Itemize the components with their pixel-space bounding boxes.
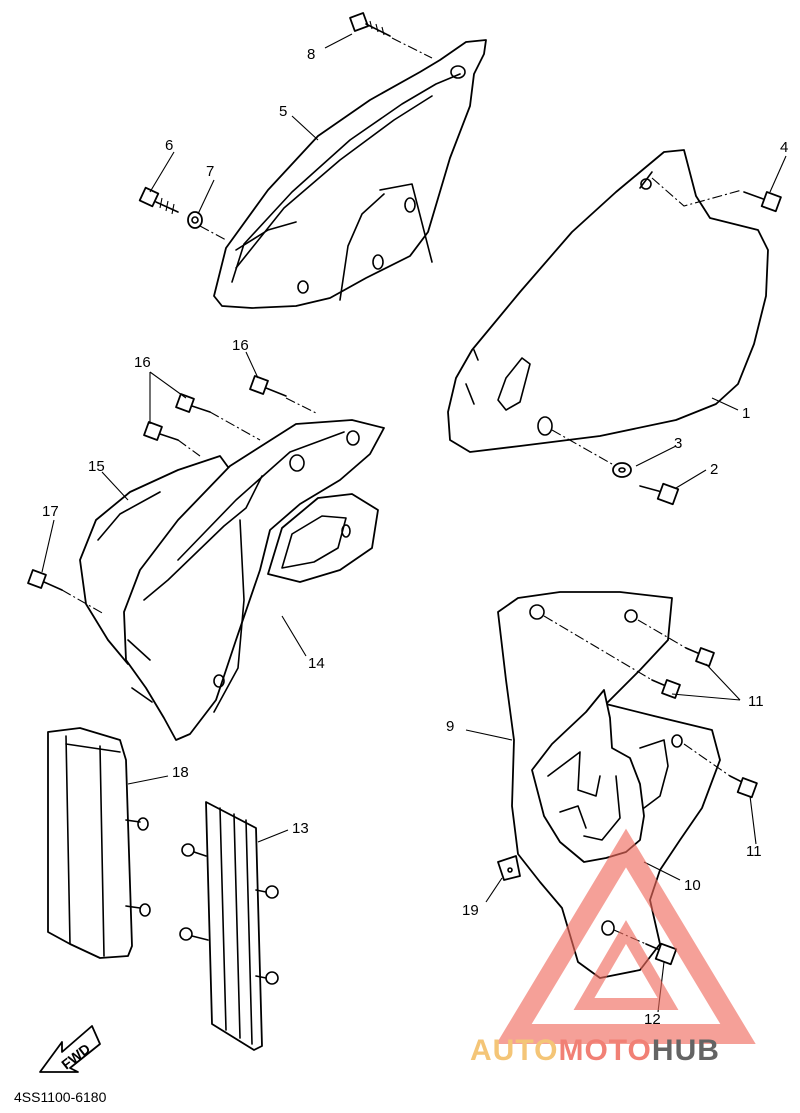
callout-14: 14 bbox=[308, 655, 325, 672]
part-13-louver bbox=[179, 801, 279, 1051]
bolt-16a bbox=[175, 393, 211, 413]
bolt-16c bbox=[249, 375, 287, 397]
clip-19 bbox=[497, 855, 521, 881]
drawing-code: 4SS1100-6180 bbox=[14, 1089, 107, 1105]
part-9-lower-cover bbox=[497, 591, 721, 979]
callout-11b: 11 bbox=[746, 843, 762, 860]
alignment-lines bbox=[61, 37, 743, 945]
part-14-shroud-panel bbox=[123, 419, 385, 741]
part-5-upper-panel bbox=[213, 39, 487, 309]
washer-7 bbox=[187, 211, 203, 229]
callout-labels: 1 2 3 4 5 6 7 8 9 10 11 11 12 13 14 15 1… bbox=[42, 46, 788, 1028]
watermark-auto: AUTO bbox=[470, 1034, 558, 1067]
callout-11a: 11 bbox=[748, 693, 764, 710]
bolt-4 bbox=[743, 191, 782, 213]
callout-9: 9 bbox=[446, 718, 454, 735]
bolt-11b bbox=[651, 679, 681, 699]
callout-4: 4 bbox=[780, 139, 788, 156]
callout-17: 17 bbox=[42, 503, 59, 520]
watermark: AUTOMOTOHUB bbox=[470, 828, 756, 1067]
watermark-hub: HUB bbox=[652, 1034, 720, 1067]
callout-19: 19 bbox=[462, 902, 479, 919]
callout-13: 13 bbox=[292, 820, 309, 837]
part-1-side-cover bbox=[447, 149, 769, 453]
bolt-17 bbox=[27, 569, 63, 591]
bolt-11a bbox=[685, 647, 715, 667]
callout-7: 7 bbox=[206, 163, 214, 180]
bolt-6 bbox=[138, 186, 179, 215]
bolt-8 bbox=[349, 12, 391, 37]
bolt-16b bbox=[143, 421, 179, 441]
watermark-triangle-icon bbox=[496, 828, 756, 1044]
callout-6: 6 bbox=[165, 137, 173, 154]
callout-2: 2 bbox=[710, 461, 718, 478]
callout-5: 5 bbox=[279, 103, 287, 120]
fwd-arrow: FWD bbox=[39, 1025, 101, 1073]
callout-1: 1 bbox=[742, 405, 750, 422]
callout-3: 3 bbox=[674, 435, 682, 452]
washer-3 bbox=[612, 462, 632, 478]
callout-10: 10 bbox=[684, 877, 701, 894]
svg-text:AUTOMOTOHUB: AUTOMOTOHUB bbox=[470, 1034, 720, 1067]
watermark-moto: MOTO bbox=[558, 1034, 651, 1067]
callout-15: 15 bbox=[88, 458, 105, 475]
bolt-12 bbox=[645, 942, 678, 966]
callout-16a: 16 bbox=[134, 354, 151, 371]
part-18-radiator-guard bbox=[47, 727, 151, 959]
bolt-2 bbox=[639, 482, 680, 506]
callout-8: 8 bbox=[307, 46, 315, 63]
callout-12: 12 bbox=[644, 1011, 661, 1028]
callout-18: 18 bbox=[172, 764, 189, 781]
callout-16b: 16 bbox=[232, 337, 249, 354]
bolt-11c bbox=[729, 775, 758, 799]
